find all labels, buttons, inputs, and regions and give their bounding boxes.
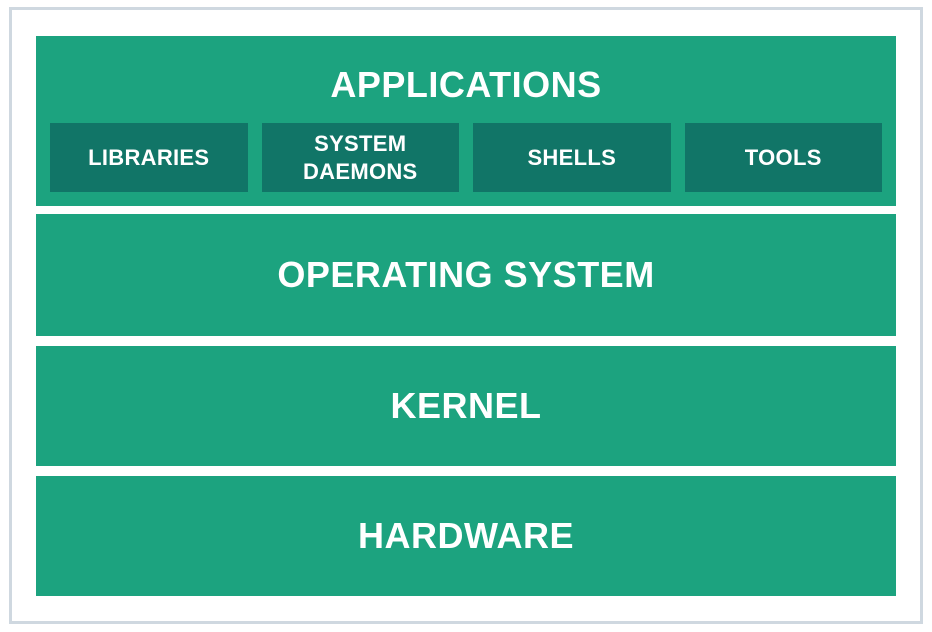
operating-system-layer-title: OPERATING SYSTEM: [277, 254, 655, 295]
system-daemons-box: SYSTEM DAEMONS: [261, 123, 459, 192]
libraries-box: LIBRARIES: [50, 123, 248, 192]
kernel-layer-title: KERNEL: [390, 385, 542, 426]
shells-label: SHELLS: [527, 144, 617, 170]
system-daemons-label: SYSTEM DAEMONS: [302, 130, 418, 184]
tools-label: TOOLS: [744, 144, 822, 170]
hardware-layer-title: HARDWARE: [358, 515, 574, 556]
applications-components: LIBRARIES SYSTEM DAEMONS SHELLS TOOLS: [50, 123, 882, 192]
tools-box: TOOLS: [684, 123, 882, 192]
operating-system-layer: OPERATING SYSTEM: [36, 214, 896, 336]
hardware-layer: HARDWARE: [36, 476, 896, 596]
shells-box: SHELLS: [473, 123, 671, 192]
applications-layer: APPLICATIONS LIBRARIES SYSTEM DAEMONS SH…: [36, 36, 896, 206]
libraries-label: LIBRARIES: [88, 144, 210, 170]
applications-layer-title: APPLICATIONS: [330, 64, 602, 105]
kernel-layer: KERNEL: [36, 346, 896, 466]
